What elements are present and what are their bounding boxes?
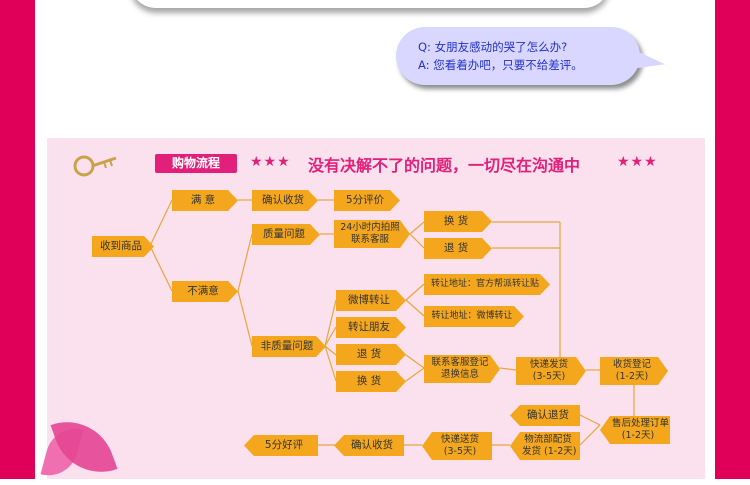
node-after-sales-line2: (1-2天) <box>621 430 655 441</box>
node-express-deliver-line1: 快递送货 <box>440 434 479 445</box>
node-exchange-goods: 换 货 <box>424 211 492 232</box>
top-bubble-edge <box>130 0 610 8</box>
node-after-sales-line1: 售后处理订单 <box>612 418 670 429</box>
node-express-ship: 快递发货 (3-5天) <box>516 357 586 385</box>
node-confirm-return: 确认退货 <box>510 405 580 426</box>
node-receive-register-line1: 收货登记 <box>612 359 651 370</box>
dialog-answer: A: 您看着办吧，只要不给差评。 <box>418 58 583 72</box>
node-contact-cs: 联系客服登记 退换信息 <box>424 355 500 383</box>
node-contact-cs-line1: 联系客服登记 <box>431 357 489 368</box>
node-return-goods: 退 货 <box>424 238 492 259</box>
node-unsatisfied: 不满意 <box>172 281 238 302</box>
node-transfer-official: 转让地址：官方帮派转让贴 <box>424 274 550 295</box>
right-border <box>715 0 750 479</box>
node-non-quality-issue: 非质量问题 <box>252 336 326 357</box>
node-express-deliver: 快递送货 (3-5天) <box>422 432 492 460</box>
flow-title-tag: 购物流程 <box>155 154 237 173</box>
node-weibo-resell: 微博转让 <box>336 290 406 311</box>
node-photo-24h-line2: 联系客服 <box>350 234 389 245</box>
node-good-review: 5分好评 <box>244 435 318 456</box>
node-exchange: 换 货 <box>336 371 406 392</box>
slogan: 没有决解不了的问题，一切尽在沟通中 <box>308 156 581 175</box>
node-confirm-receipt-2: 确认收货 <box>334 435 404 456</box>
key-icon <box>73 155 117 177</box>
node-resell-friend: 转让朋友 <box>336 317 406 338</box>
dialog-question: Q: 女朋友感动的哭了怎么办? <box>418 40 568 54</box>
node-rate-5: 5分评价 <box>334 190 400 211</box>
node-contact-cs-line2: 退换信息 <box>440 369 479 380</box>
node-confirm-receipt: 确认收货 <box>252 190 318 211</box>
speech-bubble <box>396 27 640 85</box>
node-logistics-line2: 发货 (1-2天) <box>522 446 577 457</box>
node-photo-24h-line1: 24小时内拍照 <box>340 222 400 233</box>
node-logistics: 物流部配货 发货 (1-2天) <box>510 432 580 460</box>
stars-right: ★★★ <box>617 154 658 170</box>
node-express-ship-line1: 快递发货 <box>529 359 568 370</box>
node-satisfied: 满 意 <box>172 190 238 211</box>
node-receive-register-line2: (1-2天) <box>615 371 649 382</box>
left-border <box>0 0 35 479</box>
node-receive-register: 收货登记 (1-2天) <box>600 357 668 385</box>
node-return: 退 货 <box>336 344 406 365</box>
node-express-ship-line2: (3-5天) <box>532 371 566 382</box>
node-after-sales: 售后处理订单 (1-2天) <box>600 416 670 444</box>
node-photo-24h: 24小时内拍照 联系客服 <box>334 220 410 248</box>
node-quality-issue: 质量问题 <box>252 224 320 245</box>
stars-left: ★★★ <box>250 154 291 170</box>
node-logistics-line1: 物流部配货 <box>524 434 572 445</box>
node-express-deliver-line2: (3-5天) <box>443 446 477 457</box>
node-receive: 收到商品 <box>92 236 154 257</box>
node-transfer-weibo: 转让地址：微博转让 <box>424 306 524 327</box>
